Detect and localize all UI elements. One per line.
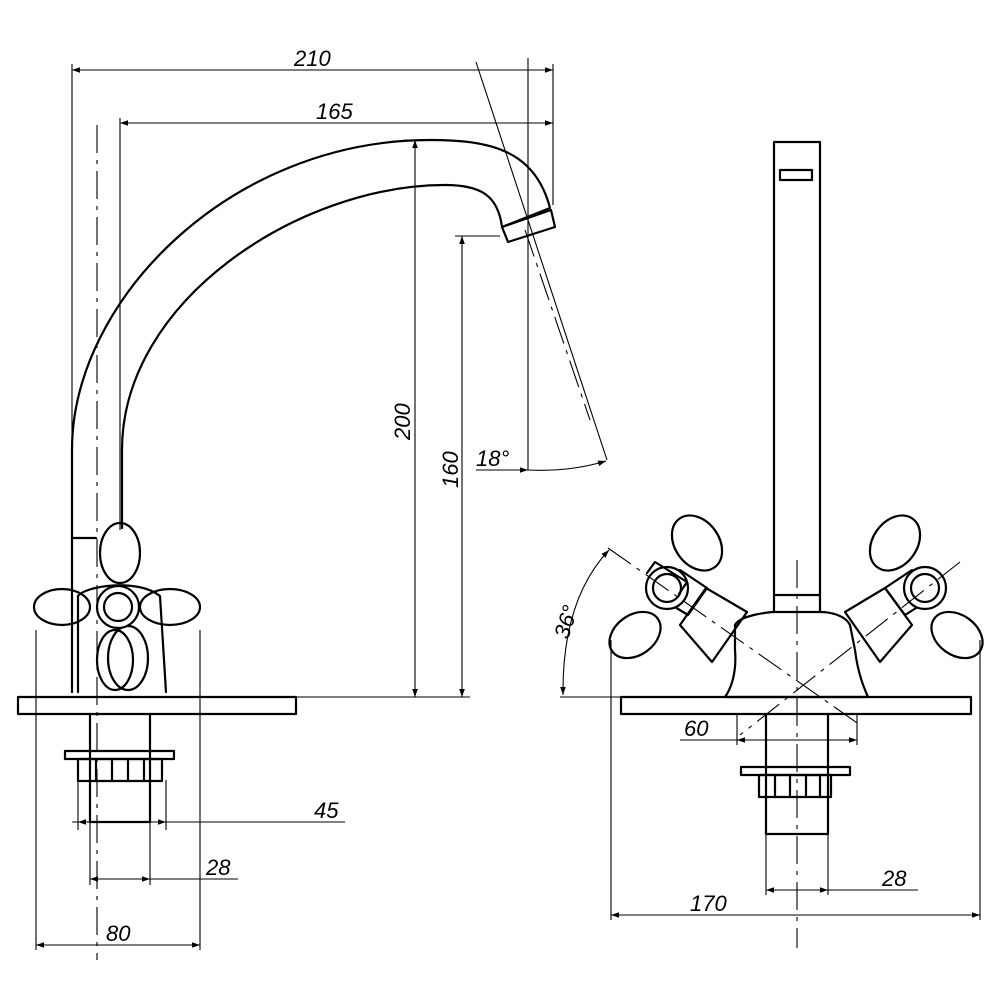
aerator bbox=[500, 208, 557, 244]
left-handle-hub-inner bbox=[651, 572, 683, 604]
handle-arm-right bbox=[138, 587, 202, 627]
dim-label-170: 170 bbox=[690, 891, 727, 916]
dim-arc-36 bbox=[560, 549, 610, 696]
right-handle-arm-top bbox=[868, 514, 922, 572]
spout-angle-guide bbox=[475, 61, 608, 461]
dim-label-18: 18° bbox=[476, 446, 509, 471]
spout-column bbox=[772, 140, 822, 614]
right-handle-hub-inner bbox=[909, 572, 941, 604]
dim-arc-18b bbox=[527, 460, 607, 471]
dim-label-36: 36° bbox=[549, 602, 583, 642]
cross-handle[interactable] bbox=[32, 521, 202, 692]
dim-label-210: 210 bbox=[293, 46, 331, 71]
lock-nut bbox=[76, 757, 164, 783]
left-cross-handle[interactable] bbox=[601, 506, 733, 668]
front-lock-nut-facets bbox=[773, 773, 822, 799]
dim-label-160: 160 bbox=[438, 451, 463, 488]
dim-label-28-left: 28 bbox=[205, 855, 231, 880]
handle-arm-bottom-left bbox=[95, 628, 135, 692]
front-deck-plate bbox=[619, 695, 973, 716]
side-extension-lines bbox=[35, 58, 554, 950]
front-view: 36° 60 28 170 bbox=[549, 140, 992, 948]
shank bbox=[88, 712, 152, 824]
spout-outlet bbox=[778, 168, 814, 182]
handle-hub-inner bbox=[102, 591, 134, 623]
dim-label-200: 200 bbox=[390, 403, 415, 441]
left-handle-arm-top bbox=[670, 514, 724, 572]
right-cross-handle[interactable] bbox=[860, 506, 992, 668]
left-handle-collar bbox=[645, 560, 689, 596]
right-handle-arm-right bbox=[930, 610, 984, 660]
dim-label-60: 60 bbox=[684, 716, 709, 741]
dim-label-45: 45 bbox=[314, 798, 339, 823]
dim-label-165: 165 bbox=[316, 99, 353, 124]
dim-label-28-right: 28 bbox=[881, 866, 907, 891]
valve-body bbox=[70, 536, 98, 694]
left-handle-arm-left bbox=[608, 610, 662, 660]
left-valve-housing bbox=[678, 586, 749, 664]
lock-nut-facets bbox=[94, 757, 146, 783]
left-valve-axis bbox=[607, 547, 861, 726]
spout bbox=[70, 138, 552, 540]
deck-plate bbox=[16, 695, 298, 716]
handle-arm-top bbox=[98, 521, 142, 585]
side-view: 210 165 200 160 18° 45 28 80 bbox=[16, 46, 608, 960]
front-lock-nut bbox=[757, 773, 833, 799]
washer bbox=[63, 749, 176, 761]
front-washer bbox=[739, 765, 852, 777]
front-extension-lines bbox=[560, 640, 981, 920]
front-body bbox=[723, 610, 870, 699]
handle-arm-left bbox=[32, 587, 92, 627]
right-valve-axis bbox=[739, 561, 961, 736]
spout-flow-axis bbox=[524, 229, 591, 421]
dim-label-80: 80 bbox=[106, 921, 131, 946]
